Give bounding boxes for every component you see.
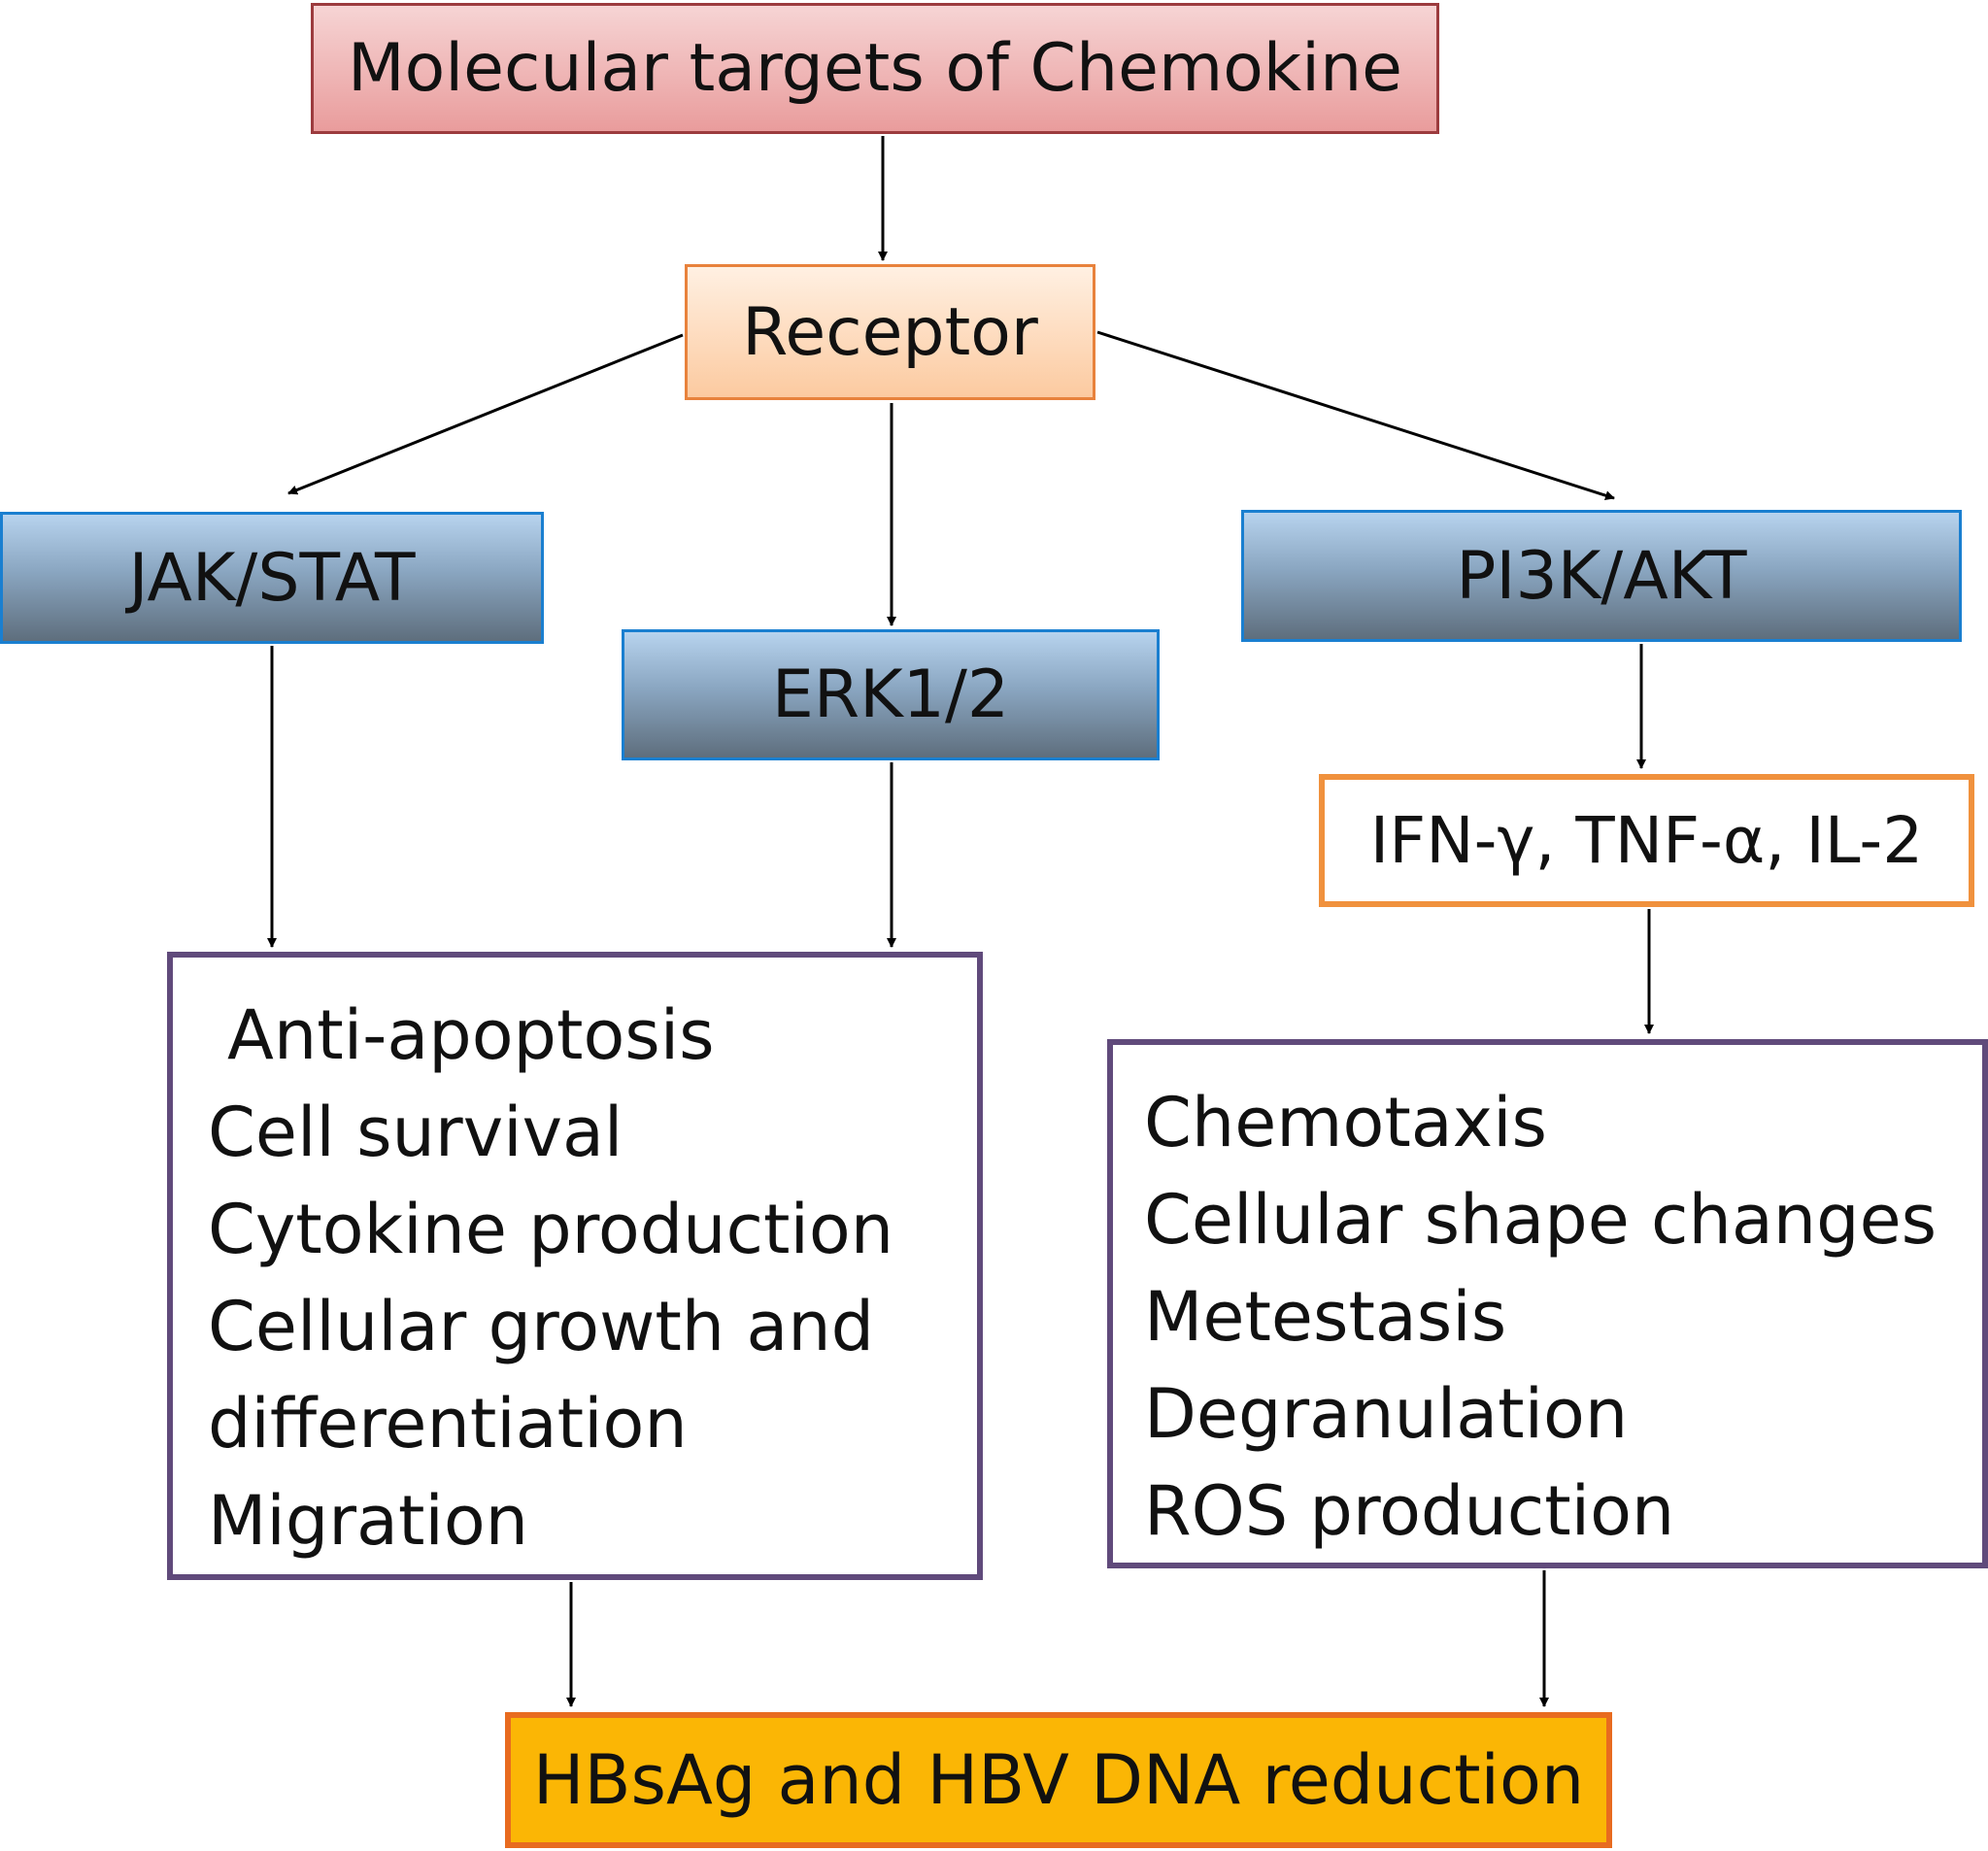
- jak-stat-box: JAK/STAT: [0, 512, 544, 644]
- left-effect-item: Anti-apoptosis: [227, 995, 715, 1075]
- right-effects-box: Chemotaxis Cellular shape changes Metest…: [1107, 1039, 1988, 1568]
- left-effects-box: Anti-apoptosis Cell survival Cytokine pr…: [167, 952, 983, 1580]
- receptor-box: Receptor: [685, 264, 1095, 400]
- arrow-receptor-to-jak-stat: [287, 333, 684, 495]
- erk-box: ERK1/2: [622, 629, 1160, 760]
- left-effect-item: Migration: [208, 1481, 529, 1561]
- outcome-label: HBsAg and HBV DNA reduction: [532, 1740, 1585, 1820]
- arrow-receptor-to-pi3k-akt: [1096, 330, 1615, 501]
- left-effect-item: Cytokine production: [208, 1190, 894, 1269]
- left-effect-item: Cell survival: [208, 1093, 623, 1172]
- cytokines-box: IFN-γ, TNF-α, IL-2: [1319, 774, 1974, 907]
- title-box: Molecular targets of Chemokine: [311, 3, 1439, 134]
- title-label: Molecular targets of Chemokine: [347, 30, 1403, 107]
- right-effect-item: ROS production: [1144, 1471, 1675, 1551]
- right-effect-item: Chemotaxis: [1144, 1083, 1548, 1162]
- pi3k-akt-label: PI3K/AKT: [1456, 537, 1747, 615]
- cytokines-label: IFN-γ, TNF-α, IL-2: [1369, 803, 1924, 878]
- receptor-label: Receptor: [742, 293, 1038, 371]
- right-effect-item: Degranulation: [1144, 1374, 1629, 1454]
- erk-label: ERK1/2: [771, 656, 1010, 733]
- jak-stat-label: JAK/STAT: [128, 539, 416, 617]
- right-effect-item: Cellular shape changes: [1144, 1180, 1937, 1260]
- right-effect-item: Metestasis: [1144, 1277, 1507, 1357]
- left-effect-item: Cellular growth and: [208, 1287, 875, 1366]
- left-effect-item: differentiation: [208, 1384, 688, 1464]
- pi3k-akt-box: PI3K/AKT: [1241, 510, 1962, 642]
- outcome-box: HBsAg and HBV DNA reduction: [505, 1712, 1612, 1848]
